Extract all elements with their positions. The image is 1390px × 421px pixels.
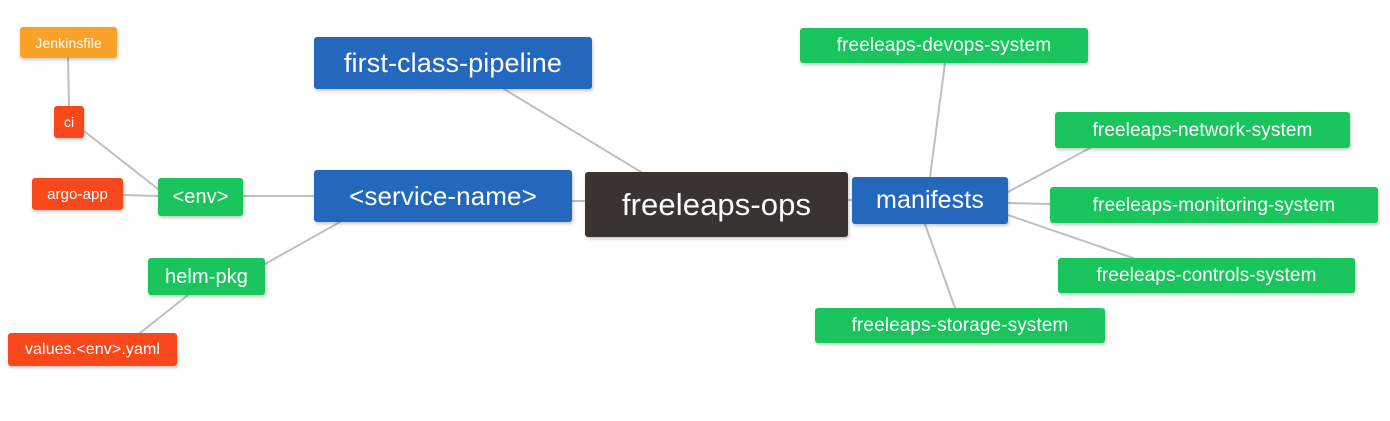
node-freeleaps-devops-system[interactable]: freeleaps-devops-system: [800, 28, 1088, 63]
node-label-env: <env>: [172, 186, 229, 208]
node-label-freeleaps-monitoring-system: freeleaps-monitoring-system: [1092, 194, 1336, 216]
node-label-freeleaps-ops: freeleaps-ops: [621, 187, 812, 222]
node-freeleaps-ops[interactable]: freeleaps-ops: [585, 172, 848, 237]
node-label-first-class-pipeline: first-class-pipeline: [343, 47, 563, 78]
node-label-service-name: <service-name>: [349, 181, 537, 211]
node-jenkinsfile[interactable]: Jenkinsfile: [20, 27, 117, 58]
node-label-manifests: manifests: [876, 186, 984, 214]
edge-manifests-network: [1007, 147, 1091, 193]
edge-manifests-monitoring: [1007, 202, 1051, 205]
node-first-class-pipeline[interactable]: first-class-pipeline: [314, 37, 592, 89]
node-label-argo-app: argo-app: [47, 185, 108, 203]
node-env[interactable]: <env>: [158, 178, 243, 216]
node-label-helm-pkg: helm-pkg: [164, 265, 249, 288]
node-freeleaps-network-system[interactable]: freeleaps-network-system: [1055, 112, 1350, 148]
edge-service-name-helm-pkg: [264, 221, 341, 265]
node-label-values-env-yaml: values.<env>.yaml: [24, 340, 161, 358]
node-label-freeleaps-devops-system: freeleaps-devops-system: [836, 35, 1052, 56]
edge-helm-pkg-values: [139, 294, 189, 334]
node-label-ci: ci: [63, 114, 75, 130]
node-label-freeleaps-storage-system: freeleaps-storage-system: [851, 315, 1069, 336]
edge-jenkinsfile-ci: [67, 57, 70, 107]
node-values-env-yaml[interactable]: values.<env>.yaml: [8, 333, 177, 366]
edge-manifests-storage: [924, 223, 956, 309]
node-argo-app[interactable]: argo-app: [32, 178, 123, 210]
node-service-name[interactable]: <service-name>: [314, 170, 572, 222]
node-ci[interactable]: ci: [54, 106, 84, 138]
node-label-jenkinsfile: Jenkinsfile: [35, 34, 102, 51]
edge-first-class-pipeline-ops: [503, 88, 642, 173]
node-freeleaps-controls-system[interactable]: freeleaps-controls-system: [1058, 258, 1355, 293]
node-manifests[interactable]: manifests: [852, 177, 1008, 224]
node-freeleaps-storage-system[interactable]: freeleaps-storage-system: [815, 308, 1105, 343]
node-label-freeleaps-network-system: freeleaps-network-system: [1092, 119, 1313, 141]
node-label-freeleaps-controls-system: freeleaps-controls-system: [1096, 265, 1317, 286]
edge-manifests-devops: [929, 62, 946, 178]
node-freeleaps-monitoring-system[interactable]: freeleaps-monitoring-system: [1050, 187, 1378, 223]
edge-argo-app-env: [122, 194, 159, 197]
node-helm-pkg[interactable]: helm-pkg: [148, 258, 265, 295]
